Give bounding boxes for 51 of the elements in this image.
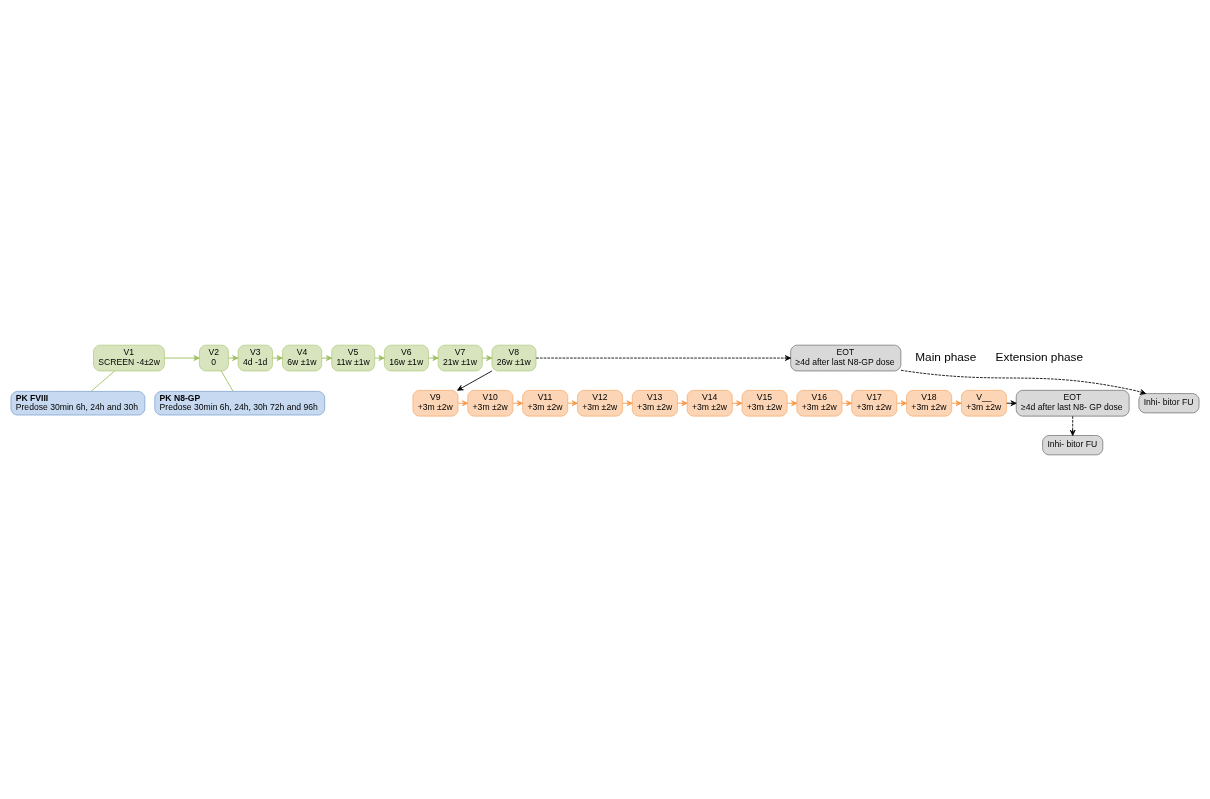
node-box: Inhi- bitor FU	[1138, 392, 1200, 413]
node-box: PK N8-GP Predose 30min 6h, 24h, 30h 72h and 96h	[154, 390, 325, 415]
arrow	[481, 354, 493, 361]
arrow	[900, 369, 1147, 395]
arrow	[428, 354, 439, 361]
arrow	[512, 399, 523, 406]
node-box: V6 16w ±1w	[384, 344, 429, 371]
arrow	[1069, 415, 1076, 436]
node-box: V10 +3m ±2w	[467, 389, 514, 416]
node-box: V18 +3m ±2w	[906, 389, 952, 416]
arrow	[457, 399, 469, 406]
node-box: V14 +3m ±2w	[686, 389, 733, 416]
node-box: V4 6w ±1w	[282, 344, 322, 371]
arrow	[677, 399, 688, 406]
node-box: V8 26w ±1w	[491, 344, 537, 371]
arrow	[321, 354, 333, 361]
node-box: Inhi- bitor FU	[1042, 434, 1104, 455]
arrow	[374, 354, 385, 361]
label: Extension phase	[995, 349, 1084, 364]
node-box: V17 +3m ±2w	[851, 389, 898, 416]
node-box: V12 +3m ±2w	[577, 389, 623, 416]
connector	[220, 370, 234, 392]
arrow	[732, 399, 743, 406]
node-box: EOT ≥4d after last N8- GP dose	[1015, 389, 1130, 416]
node-box: EOT ≥4d after last N8-GP dose	[790, 344, 902, 371]
connector	[90, 370, 116, 392]
node-box: V3 4d -1d	[237, 344, 273, 371]
node-box: V2 0	[199, 344, 229, 371]
arrow	[272, 354, 283, 361]
arrow	[457, 370, 493, 391]
node-box: V5 11w ±1w	[331, 344, 375, 371]
arrow	[535, 354, 791, 361]
arrow	[164, 354, 200, 361]
arrow	[951, 399, 962, 406]
node-box: V__ +3m ±2w	[961, 389, 1007, 416]
node-box: V13 +3m ±2w	[632, 389, 678, 416]
node-box: V1 SCREEN -4±2w	[93, 344, 165, 371]
node-box: V9 +3m ±2w	[412, 389, 459, 416]
node-box: PK FVIII Predose 30min 6h, 24h and 30h	[10, 390, 146, 415]
node-box: V15 +3m ±2w	[741, 389, 788, 416]
node-box: V11 +3m ±2w	[522, 389, 569, 416]
node-box: V16 +3m ±2w	[796, 389, 843, 416]
arrow	[896, 399, 907, 406]
arrow	[567, 399, 578, 406]
arrow	[1006, 399, 1017, 406]
arrow	[228, 354, 239, 361]
arrow	[786, 399, 798, 406]
node-box: V7 21w ±1w	[437, 344, 483, 371]
label: Main phase	[915, 349, 977, 364]
arrow	[841, 399, 853, 406]
arrow	[622, 399, 633, 406]
